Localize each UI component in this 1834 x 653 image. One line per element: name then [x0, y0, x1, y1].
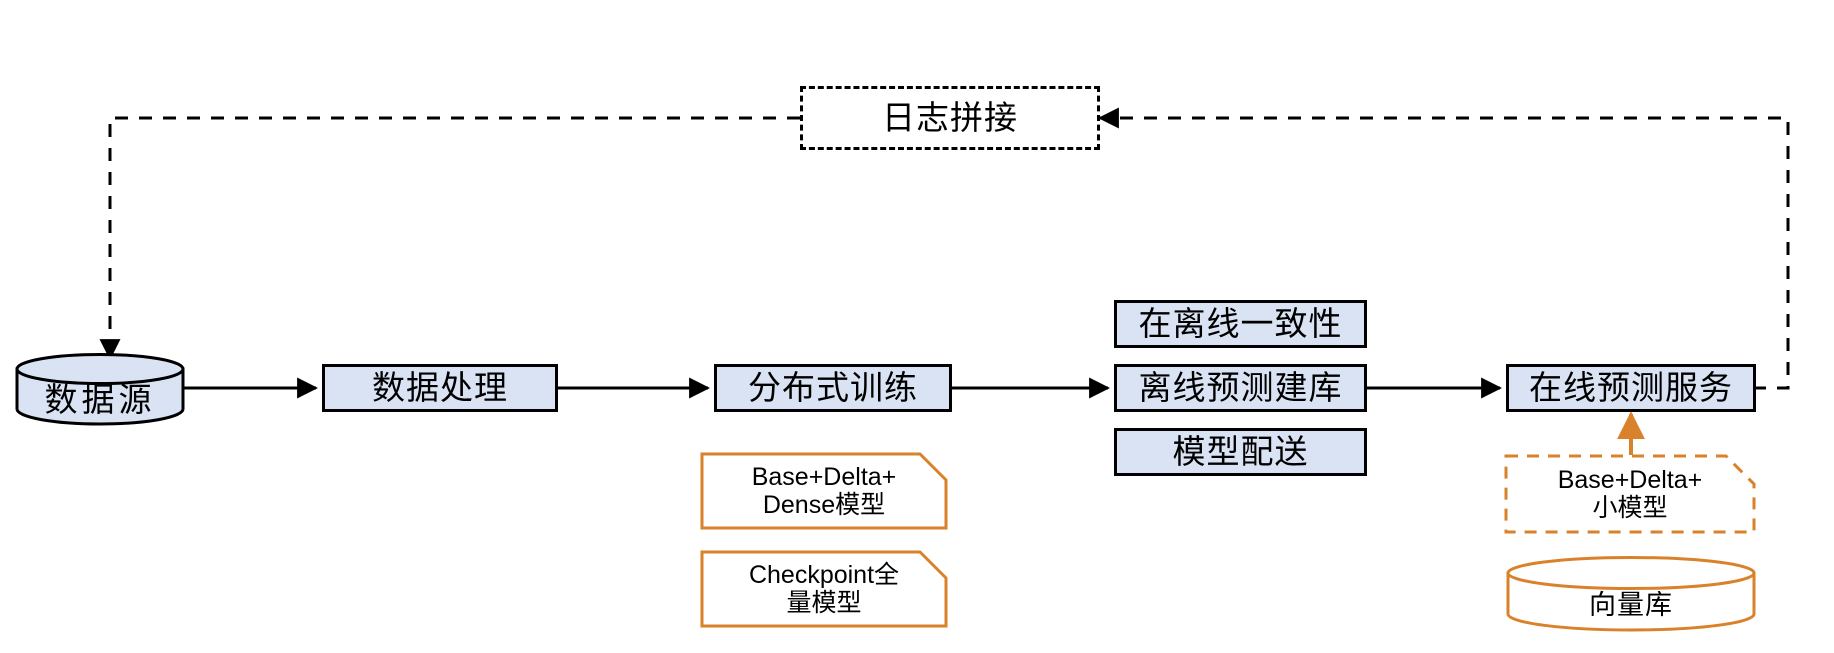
node-offline-prediction-db[interactable]: 离线预测建库 [1114, 364, 1367, 412]
node-online-prediction-service[interactable]: 在线预测服务 [1506, 364, 1756, 412]
node-offline-online-consistency-label: 在离线一致性 [1138, 304, 1343, 342]
node-base-delta-small[interactable]: Base+Delta+ 小模型 [1504, 454, 1756, 534]
node-vector-db-shape[interactable] [1506, 556, 1756, 632]
node-log-join[interactable]: 日志拼接 [800, 86, 1100, 150]
node-online-prediction-service-label: 在线预测服务 [1529, 368, 1733, 406]
node-data-source-shape[interactable] [14, 352, 186, 426]
node-model-delivery-label: 模型配送 [1172, 432, 1309, 470]
node-base-delta-small-label: Base+Delta+ 小模型 [1557, 466, 1703, 522]
node-base-delta-dense-shape[interactable] [700, 452, 948, 530]
node-checkpoint-full-label: Checkpoint全 量模型 [748, 561, 900, 617]
node-base-delta-dense-label: Base+Delta+ Dense模型 [751, 463, 897, 519]
node-distributed-training-label: 分布式训练 [748, 368, 918, 406]
node-base-delta-dense[interactable]: Base+Delta+ Dense模型 [700, 452, 948, 530]
node-model-delivery[interactable]: 模型配送 [1114, 428, 1367, 476]
node-checkpoint-full[interactable]: Checkpoint全 量模型 [700, 550, 948, 628]
node-data-processing[interactable]: 数据处理 [322, 364, 558, 412]
node-log-join-label: 日志拼接 [882, 98, 1018, 136]
node-data-processing-label: 数据处理 [372, 368, 508, 406]
edge-log-join-to-data-source [99, 116, 800, 361]
node-base-delta-small-shape[interactable] [1504, 454, 1756, 534]
node-offline-prediction-db-label: 离线预测建库 [1138, 368, 1343, 406]
node-checkpoint-full-shape[interactable] [700, 550, 948, 628]
node-distributed-training[interactable]: 分布式训练 [714, 364, 952, 412]
node-offline-online-consistency[interactable]: 在离线一致性 [1114, 300, 1367, 348]
